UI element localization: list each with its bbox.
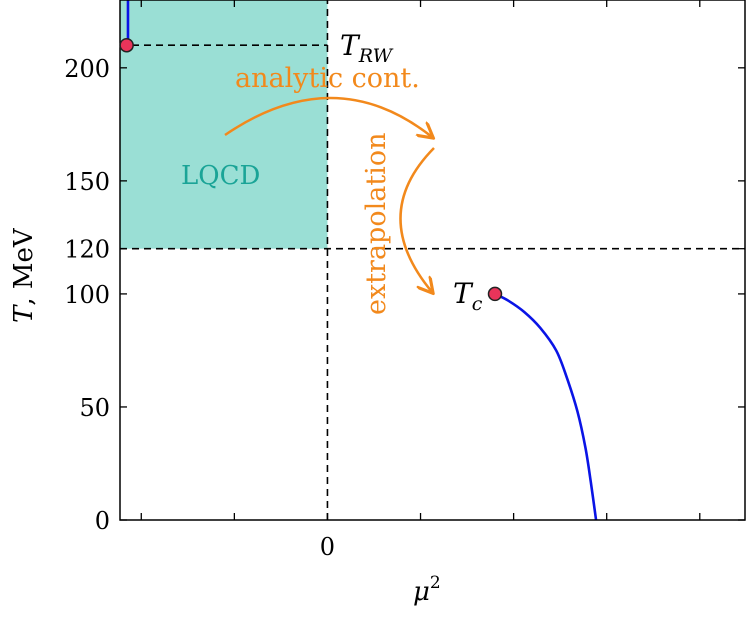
y-tick-labels: 0 50 100 120 150 200 [64, 55, 110, 535]
plot-frame [119, 0, 746, 521]
x-tick-label: 0 [320, 533, 335, 561]
y-tick-label: 120 [64, 236, 110, 264]
y-tick-label: 100 [64, 281, 110, 309]
lqcd-label: LQCD [181, 161, 260, 191]
y-axis-title-rest: , MeV [9, 227, 39, 306]
x-axis-title-sup: 2 [430, 573, 441, 593]
markers [119, 37, 503, 302]
axis-ticks [120, 0, 745, 521]
y-tick-label: 0 [95, 507, 110, 535]
t-rw-sub: RW [358, 45, 394, 67]
t-c-main: T [453, 277, 474, 310]
transition-curve [494, 292, 598, 521]
x-axis-title: μ2 [413, 573, 441, 607]
analytic-continuation-arrow [224, 96, 432, 137]
y-tick-label: 50 [79, 394, 110, 422]
critical-point-marker [487, 286, 503, 302]
dashed-guides [120, 0, 745, 520]
analytic-continuation-label: analytic cont. [235, 63, 420, 94]
t-rw-label: TRW [340, 29, 394, 67]
extrapolation-arrow [399, 147, 434, 292]
x-axis-title-main: μ [413, 577, 430, 607]
y-tick-label: 200 [64, 55, 110, 83]
t-rw-main: T [340, 29, 361, 62]
extrapolation-label: extrapolation [361, 133, 392, 315]
plot-area: analytic cont. extrapolation LQCD TRW Tc [119, 0, 746, 521]
y-tick-label: 150 [64, 168, 110, 196]
y-axis-title-main: T [9, 304, 39, 323]
curves [126, 0, 598, 521]
lqcd-region [120, 0, 328, 249]
x-tick-labels: 0 [320, 533, 335, 561]
t-c-sub: c [472, 293, 483, 315]
t-c-label: Tc [453, 277, 483, 315]
y-axis-title: T, MeV [9, 227, 39, 323]
critical-point-marker [119, 37, 134, 53]
